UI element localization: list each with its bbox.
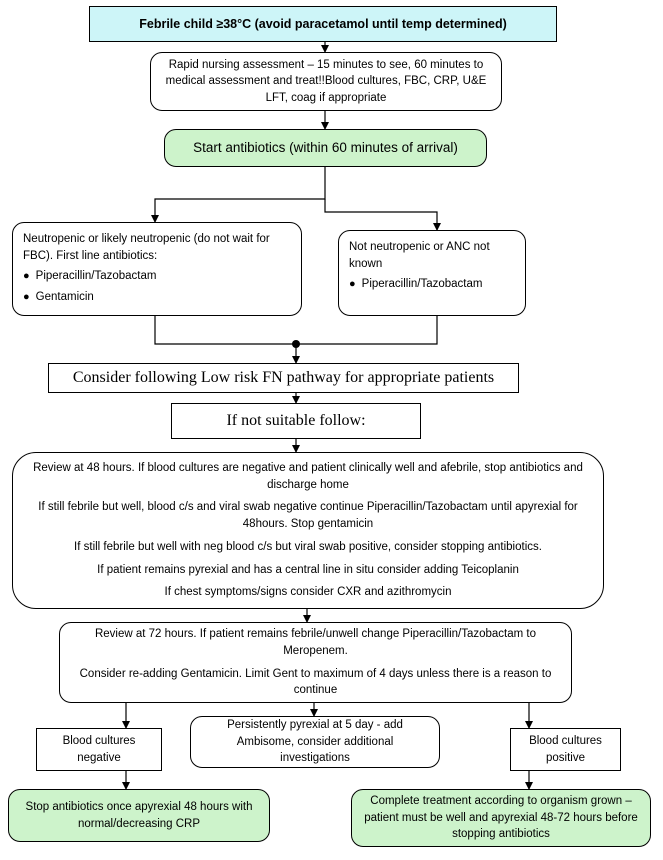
neutropenic-item-2-text: Gentamicin xyxy=(35,291,94,304)
node-cultures-positive-text: Blood cultures positive xyxy=(529,734,602,764)
node-neutropenic-text: Neutropenic or likely neutropenic (do no… xyxy=(23,233,270,262)
node-review-72-hours: Review at 72 hours. If patient remains f… xyxy=(59,622,572,703)
node-low-risk-pathway: Consider following Low risk FN pathway f… xyxy=(48,363,519,393)
node-low-risk-pathway-text: Consider following Low risk FN pathway f… xyxy=(72,369,495,387)
node-if-not-suitable: If not suitable follow: xyxy=(171,403,421,439)
node-persistently-pyrexial: Persistently pyrexial at 5 day - add Amb… xyxy=(190,716,440,768)
node-cultures-positive: Blood cultures positive xyxy=(510,728,621,771)
review48-line-3: If still febrile but well with neg blood… xyxy=(74,540,542,553)
arrow-split-left xyxy=(151,167,326,223)
review72-line-2: Consider re-adding Gentamicin. Limit Gen… xyxy=(79,667,552,697)
review48-line-4: If patient remains pyrexial and has a ce… xyxy=(97,563,519,576)
line-merge-left xyxy=(154,316,296,345)
arrow-split-right xyxy=(324,199,441,231)
node-stop-antibiotics: Stop antibiotics once apyrexial 48 hours… xyxy=(8,789,270,842)
node-complete-treatment-text: Complete treatment according to organism… xyxy=(364,794,638,841)
node-persistently-pyrexial-text: Persistently pyrexial at 5 day - add Amb… xyxy=(227,719,403,765)
node-if-not-suitable-text: If not suitable follow: xyxy=(226,412,366,430)
node-neutropenic: Neutropenic or likely neutropenic (do no… xyxy=(12,222,302,316)
bullet-icon: ● xyxy=(349,278,356,291)
node-complete-treatment: Complete treatment according to organism… xyxy=(351,789,651,847)
node-cultures-negative: Blood cultures negative xyxy=(36,728,162,771)
node-not-neutropenic: Not neutropenic or ANC not known ● Piper… xyxy=(338,230,526,316)
node-cultures-negative-text: Blood cultures negative xyxy=(62,734,136,764)
not-neutropenic-item-1: ● Piperacillin/Tazobactam xyxy=(349,276,482,293)
node-rapid-assessment-text: Rapid nursing assessment – 15 minutes to… xyxy=(165,58,487,104)
node-stop-antibiotics-text: Stop antibiotics once apyrexial 48 hours… xyxy=(25,800,253,830)
node-not-neutropenic-text: Not neutropenic or ANC not known xyxy=(349,241,490,270)
node-rapid-assessment: Rapid nursing assessment – 15 minutes to… xyxy=(150,52,502,111)
bullet-icon: ● xyxy=(23,291,30,304)
neutropenic-item-1-text: Piperacillin/Tazobactam xyxy=(35,270,157,283)
review48-line-5: If chest symptoms/signs consider CXR and… xyxy=(164,586,452,599)
line-merge-right xyxy=(296,316,438,345)
node-febrile-child: Febrile child ≥38°C (avoid paracetamol u… xyxy=(89,6,557,42)
review48-line-1: Review at 48 hours. If blood cultures ar… xyxy=(33,462,583,491)
neutropenic-item-1: ● Piperacillin/Tazobactam xyxy=(23,268,156,285)
not-neutropenic-item-1-text: Piperacillin/Tazobactam xyxy=(361,278,483,291)
merge-junction-dot xyxy=(292,340,300,348)
node-febrile-child-text: Febrile child ≥38°C (avoid paracetamol u… xyxy=(139,16,507,31)
bullet-icon: ● xyxy=(23,270,30,283)
review72-line-1: Review at 72 hours. If patient remains f… xyxy=(94,628,537,657)
node-start-antibiotics: Start antibiotics (within 60 minutes of … xyxy=(164,129,487,167)
neutropenic-item-2: ● Gentamicin xyxy=(23,289,94,306)
node-review-48-hours: Review at 48 hours. If blood cultures ar… xyxy=(12,452,604,609)
node-start-antibiotics-text: Start antibiotics (within 60 minutes of … xyxy=(193,140,458,156)
review48-line-2: If still febrile but well, blood c/s and… xyxy=(38,501,578,531)
